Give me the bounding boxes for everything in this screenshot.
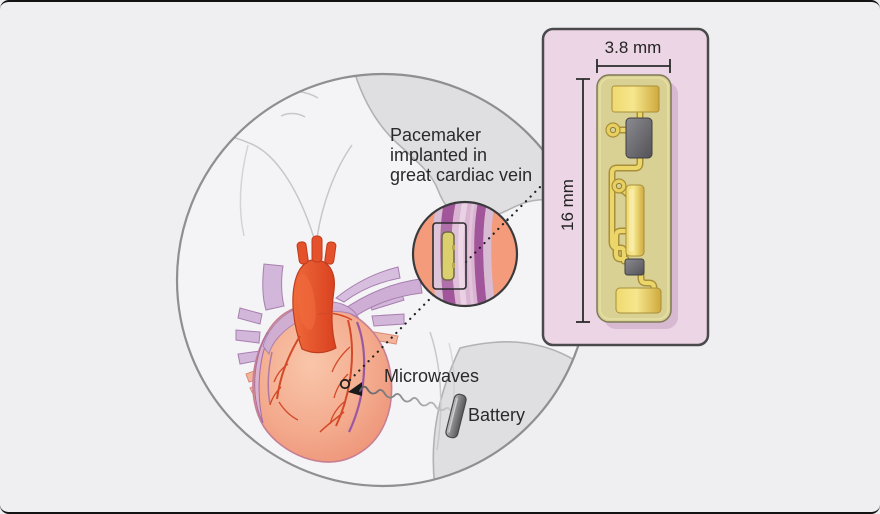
capacitor-component	[624, 258, 645, 276]
callout-line: great cardiac vein	[390, 165, 533, 185]
top-pad	[611, 85, 660, 113]
coronary-vessels	[267, 312, 366, 433]
callout-line: Pacemaker	[390, 125, 482, 145]
implanted-pacemaker-device	[441, 231, 455, 281]
bottom-pad	[615, 287, 662, 314]
aorta-highlight	[296, 274, 316, 330]
arrowhead-icon	[348, 382, 362, 396]
target-marker-icon	[339, 378, 351, 390]
left-atrium-rim	[254, 332, 271, 424]
pulmonary-branch-right	[339, 278, 423, 321]
substrate-highlight	[599, 77, 669, 320]
width-measure-line	[596, 59, 671, 73]
vein-inset-border	[411, 200, 519, 308]
battery-icon	[445, 393, 467, 439]
device-detail-panel	[541, 27, 710, 347]
pulmonary-branch-upper	[335, 266, 401, 303]
heart-illustration	[235, 235, 423, 463]
superior-vena-cava	[262, 263, 285, 311]
aortic-arch-branches	[296, 235, 337, 265]
height-measure-line	[576, 78, 590, 323]
microwave-squiggle-icon	[359, 385, 453, 413]
vein-inset	[411, 200, 519, 308]
via-pad-icon	[605, 122, 621, 138]
pacemaker-callout-label: Pacemaker implanted in great cardiac vei…	[390, 125, 532, 185]
microwaves-label: Microwaves	[384, 366, 480, 386]
battery-label: Battery	[468, 405, 526, 425]
device-height-label: 16 mm	[558, 179, 577, 231]
antenna-element	[625, 184, 645, 257]
pacemaker-chip	[625, 117, 653, 159]
antenna-sheen	[629, 189, 634, 252]
device-notch	[452, 263, 455, 268]
via-pad-icon	[611, 178, 627, 194]
device-notch	[452, 245, 455, 250]
callout-line: implanted in	[390, 145, 488, 165]
device-width-label: 3.8 mm	[604, 38, 662, 57]
